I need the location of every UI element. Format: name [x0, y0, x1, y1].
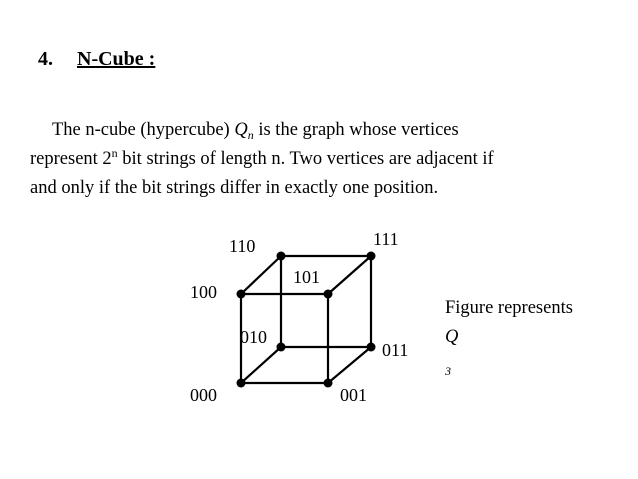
paragraph-line-1: The n-cube (hypercube) Qn is the graph w… [30, 116, 610, 145]
vertex-011 [366, 342, 376, 352]
q-symbol: Qn [234, 120, 254, 142]
q3-letter: Q [445, 327, 459, 347]
line1-text-a: The n-cube (hypercube) [52, 120, 235, 140]
vertex-101 [323, 289, 333, 299]
definition-paragraph: The n-cube (hypercube) Qn is the graph w… [30, 116, 610, 203]
edge-101-111 [327, 255, 372, 295]
vertex-110 [276, 251, 286, 261]
vertex-111 [366, 251, 376, 261]
section-number: 4. [38, 48, 53, 70]
vertex-label-100: 100 [190, 282, 217, 302]
section-heading: 4. N-Cube : [38, 48, 155, 71]
cube-vertices [236, 251, 376, 388]
edge-001-011 [327, 346, 372, 384]
vertex-label-001: 001 [340, 385, 367, 405]
section-title: N-Cube : [77, 48, 156, 70]
paragraph-line-2: represent 2n bit strings of length n. Tw… [30, 145, 610, 174]
paragraph-line-3: and only if the bit strings differ in ex… [30, 178, 439, 198]
power-superscript: n [111, 146, 118, 160]
line1-text-b: is the graph whose vertices [253, 120, 459, 140]
caption-line-1: Figure represents [445, 298, 573, 318]
line2-text-b: bit strings of length n. Two vertices ar… [117, 149, 494, 169]
vertex-label-000: 000 [190, 385, 217, 405]
cube-edges [239, 254, 373, 385]
q-letter: Q [234, 120, 248, 140]
vertex-001 [323, 378, 333, 388]
vertex-label-101: 101 [293, 267, 320, 287]
vertex-000 [236, 378, 246, 388]
q-subscript: n [247, 128, 254, 142]
vertex-label-111: 111 [373, 229, 399, 249]
edge-000-010 [240, 346, 282, 384]
edge-100-110 [240, 255, 282, 295]
line2-text-a: represent 2 [30, 149, 112, 169]
vertex-label-011: 011 [382, 340, 409, 360]
vertex-label-010: 010 [240, 327, 267, 347]
vertex-010 [276, 342, 286, 352]
vertex-100 [236, 289, 246, 299]
vertex-label-110: 110 [229, 236, 256, 256]
q3-subscript: 3 [445, 364, 451, 378]
